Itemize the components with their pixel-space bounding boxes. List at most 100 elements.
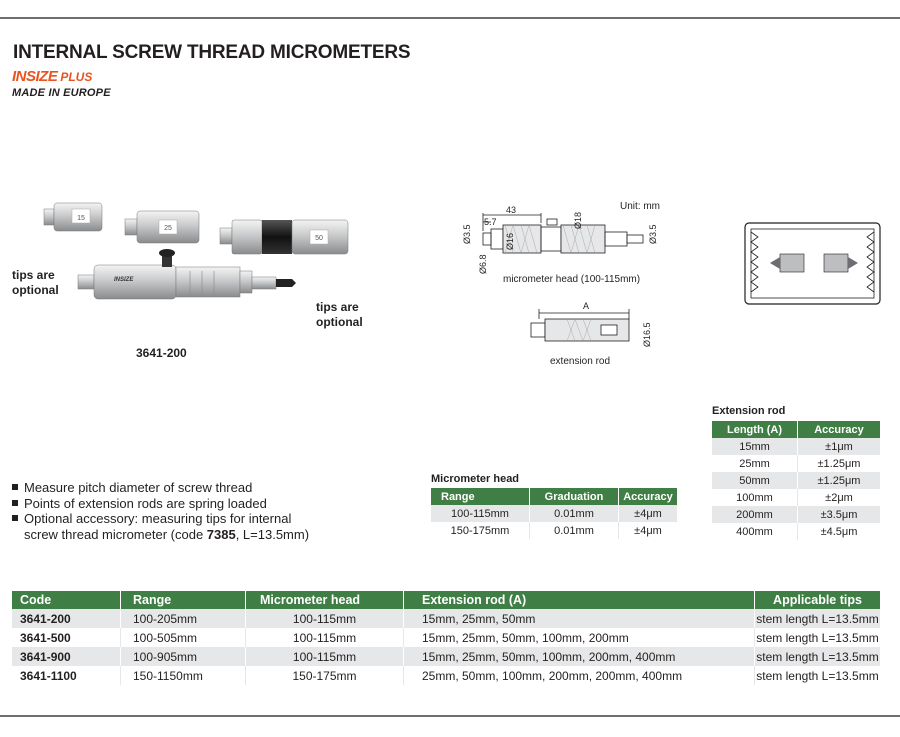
table-cell: stem length L=13.5mm <box>754 666 880 685</box>
unit-label: Unit: mm <box>620 201 660 212</box>
product-table: Code Range Micrometer head Extension rod… <box>12 591 880 685</box>
table-cell: ±1.25μm <box>797 472 880 489</box>
tips-right-line1: tips are <box>316 300 359 314</box>
table-cell: ±2μm <box>797 489 880 506</box>
table-cell-code: 3641-1100 <box>20 668 77 683</box>
table-cell: 15mm, 25mm, 50mm <box>403 609 755 628</box>
table-cell: ±1μm <box>797 438 880 455</box>
rod-caption: extension rod <box>550 356 611 367</box>
table-row: 3641-200 100-205mm 100-115mm 15mm, 25mm,… <box>12 609 880 628</box>
table-cell: 15mm <box>712 438 798 455</box>
table-cell: 100-115mm <box>431 505 530 522</box>
feature-continuation: screw thread micrometer (code 7385, L=13… <box>12 527 309 543</box>
table-row: 150-175mm 0.01mm ±4μm <box>431 522 677 539</box>
col-applicable-tips: Applicable tips <box>754 591 880 609</box>
rod-label-50: 50 <box>315 235 323 242</box>
table-row: 400mm±4.5μm <box>712 523 880 540</box>
col-code: Code <box>12 591 121 609</box>
thread-schematic <box>744 222 881 305</box>
dim-d3-5-left: Ø3.5 <box>462 224 472 244</box>
extension-rod-15: 15 <box>43 202 103 232</box>
table-cell: 100-205mm <box>120 609 246 628</box>
table-cell-code: 3641-500 <box>20 630 71 645</box>
table-cell: 150-1150mm <box>120 666 246 685</box>
head-col-accuracy: Accuracy <box>618 488 677 505</box>
table-row: 3641-900 100-905mm 100-115mm 15mm, 25mm,… <box>12 647 880 666</box>
brand-plus: PLUS <box>60 70 93 84</box>
table-cell-code: 3641-900 <box>12 647 121 666</box>
table-cell: 25mm <box>739 457 770 470</box>
table-cell: 100mm <box>736 491 773 504</box>
tips-right-line2: optional <box>316 315 363 329</box>
col-extension-rod: Extension rod (A) <box>403 591 755 609</box>
dim-d16-5: Ø16.5 <box>642 322 652 347</box>
dim-d18: Ø18 <box>573 211 583 229</box>
table-cell-code: 3641-200 <box>12 609 121 628</box>
table-cell: 150-175mm <box>450 524 510 537</box>
rod-col-length: Length (A) <box>712 421 798 438</box>
feature-item: Points of extension rods are spring load… <box>12 496 309 512</box>
dim-a: A <box>583 301 590 311</box>
table-row: 200mm±3.5μm <box>712 506 880 523</box>
table-cell: 100-115mm <box>245 609 404 628</box>
dim-5-7: 5.7 <box>484 217 497 227</box>
table-cell: 100-905mm <box>120 647 246 666</box>
extension-rod-50: 50 <box>219 219 349 255</box>
table-row: 3641-1100 150-1150mm 150-175mm 25mm, 50m… <box>12 666 880 685</box>
brand-logo: INSIZE <box>12 68 58 85</box>
feature-text: Measure pitch diameter of screw thread <box>24 480 253 495</box>
dim-43: 43 <box>506 205 517 215</box>
table-cell: stem length L=13.5mm <box>754 647 880 666</box>
table-row: 100-115mm 0.01mm ±4μm <box>431 505 677 522</box>
dim-d16: Ø16 <box>505 232 515 250</box>
table-cell: ±1.25μm <box>797 455 880 472</box>
table-cell: ±4.5μm <box>797 523 880 540</box>
feature-cont-post: , L=13.5mm) <box>235 526 310 542</box>
top-rule <box>0 17 900 19</box>
feature-item: Measure pitch diameter of screw thread <box>12 480 309 496</box>
table-cell: 100-505mm <box>120 628 246 647</box>
feature-cont-pre: screw thread micrometer (code <box>24 526 207 542</box>
product-photo: 15 25 50 INSIZE <box>43 202 349 300</box>
table-cell: 25mm, 50mm, 100mm, 200mm, 200mm, 400mm <box>403 666 755 685</box>
table-cell: ±4μm <box>618 522 677 539</box>
page-title: INTERNAL SCREW THREAD MICROMETERS <box>13 42 411 63</box>
table-row: 100mm ±2μm <box>712 489 880 506</box>
dim-d6-8: Ø6.8 <box>478 254 488 274</box>
head-drawing <box>482 213 644 254</box>
head-col-range: Range <box>431 488 530 505</box>
svg-text:INSIZE: INSIZE <box>114 277 134 283</box>
tips-optional-left: tips are optional <box>12 268 59 298</box>
brand-logo-text: INSIZE <box>12 68 58 85</box>
tips-left-line2: optional <box>12 283 59 297</box>
rod-label-25: 25 <box>164 225 172 232</box>
table-cell: 0.01mm <box>529 505 619 522</box>
micrometer-head-table: Range Graduation Accuracy 100-115mm 0.01… <box>431 488 677 539</box>
tips-optional-right: tips are optional <box>316 300 363 330</box>
extension-rod-25: 25 <box>124 210 200 244</box>
table-cell: 15mm, 25mm, 50mm, 100mm, 200mm, 400mm <box>403 647 755 666</box>
feature-text: Points of extension rods are spring load… <box>24 495 267 511</box>
rod-label-15: 15 <box>77 215 85 222</box>
table-cell: stem length L=13.5mm <box>754 609 880 628</box>
dim-d3-5-right: Ø3.5 <box>648 224 658 244</box>
table-row: 3641-500 100-505mm 100-115mm 15mm, 25mm,… <box>12 628 880 647</box>
table-cell: 0.01mm <box>529 522 619 539</box>
model-number: 3641-200 <box>136 346 187 360</box>
head-col-graduation: Graduation <box>529 488 619 505</box>
head-caption: micrometer head (100-115mm) <box>503 274 641 285</box>
tips-left-line1: tips are <box>12 268 55 282</box>
table-cell: 100-115mm <box>245 647 404 666</box>
rod-drawing <box>530 309 630 342</box>
rod-col-accuracy: Accuracy <box>797 421 880 438</box>
feature-text: Optional accessory: measuring tips for i… <box>24 511 292 526</box>
made-in-europe: MADE IN EUROPE <box>12 87 111 99</box>
table-cell: 15mm, 25mm, 50mm, 100mm, 200mm <box>403 628 755 647</box>
rod-table-caption: Extension rod <box>712 405 786 417</box>
table-cell: ±4μm <box>618 505 677 522</box>
col-range: Range <box>120 591 246 609</box>
accessory-code: 7385 <box>206 526 236 542</box>
table-row: 50mm±1.25μm <box>712 472 880 489</box>
table-cell: 200mm <box>712 506 798 523</box>
